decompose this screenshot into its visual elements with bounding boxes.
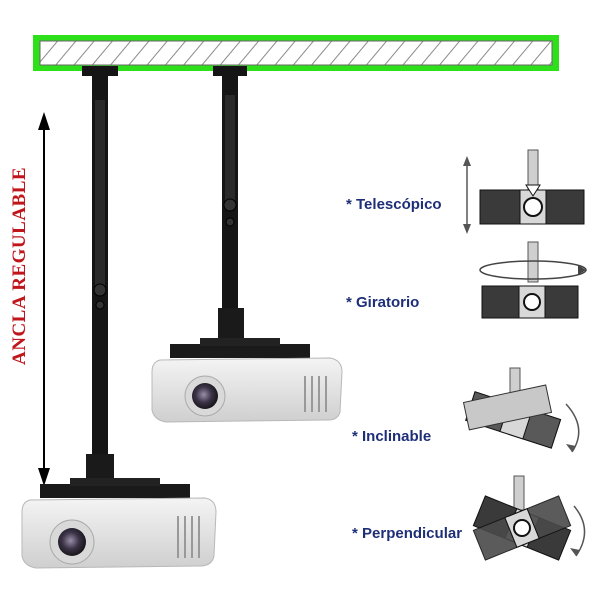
projector-lower: [21, 497, 217, 569]
short-ceiling-mount: [170, 66, 310, 358]
adjustable-anchor-label: ANCLA REGULABLE: [9, 166, 30, 365]
feature-perpendicular-label: * Perpendicular: [352, 525, 463, 542]
projector-upper: [151, 357, 343, 423]
feature-swivel-label: * Giratorio: [346, 294, 420, 311]
height-range-arrow: [38, 112, 50, 486]
feature-tilt-label: * Inclinable: [352, 428, 432, 445]
perpendicular-icon: [472, 475, 586, 561]
swivel-icon: [479, 241, 587, 319]
tilt-icon: [462, 367, 580, 453]
telescopic-icon: [463, 149, 585, 234]
long-ceiling-mount: [40, 66, 190, 498]
ceiling: [33, 35, 559, 71]
feature-telescopic-label: * Telescópico: [346, 196, 442, 213]
